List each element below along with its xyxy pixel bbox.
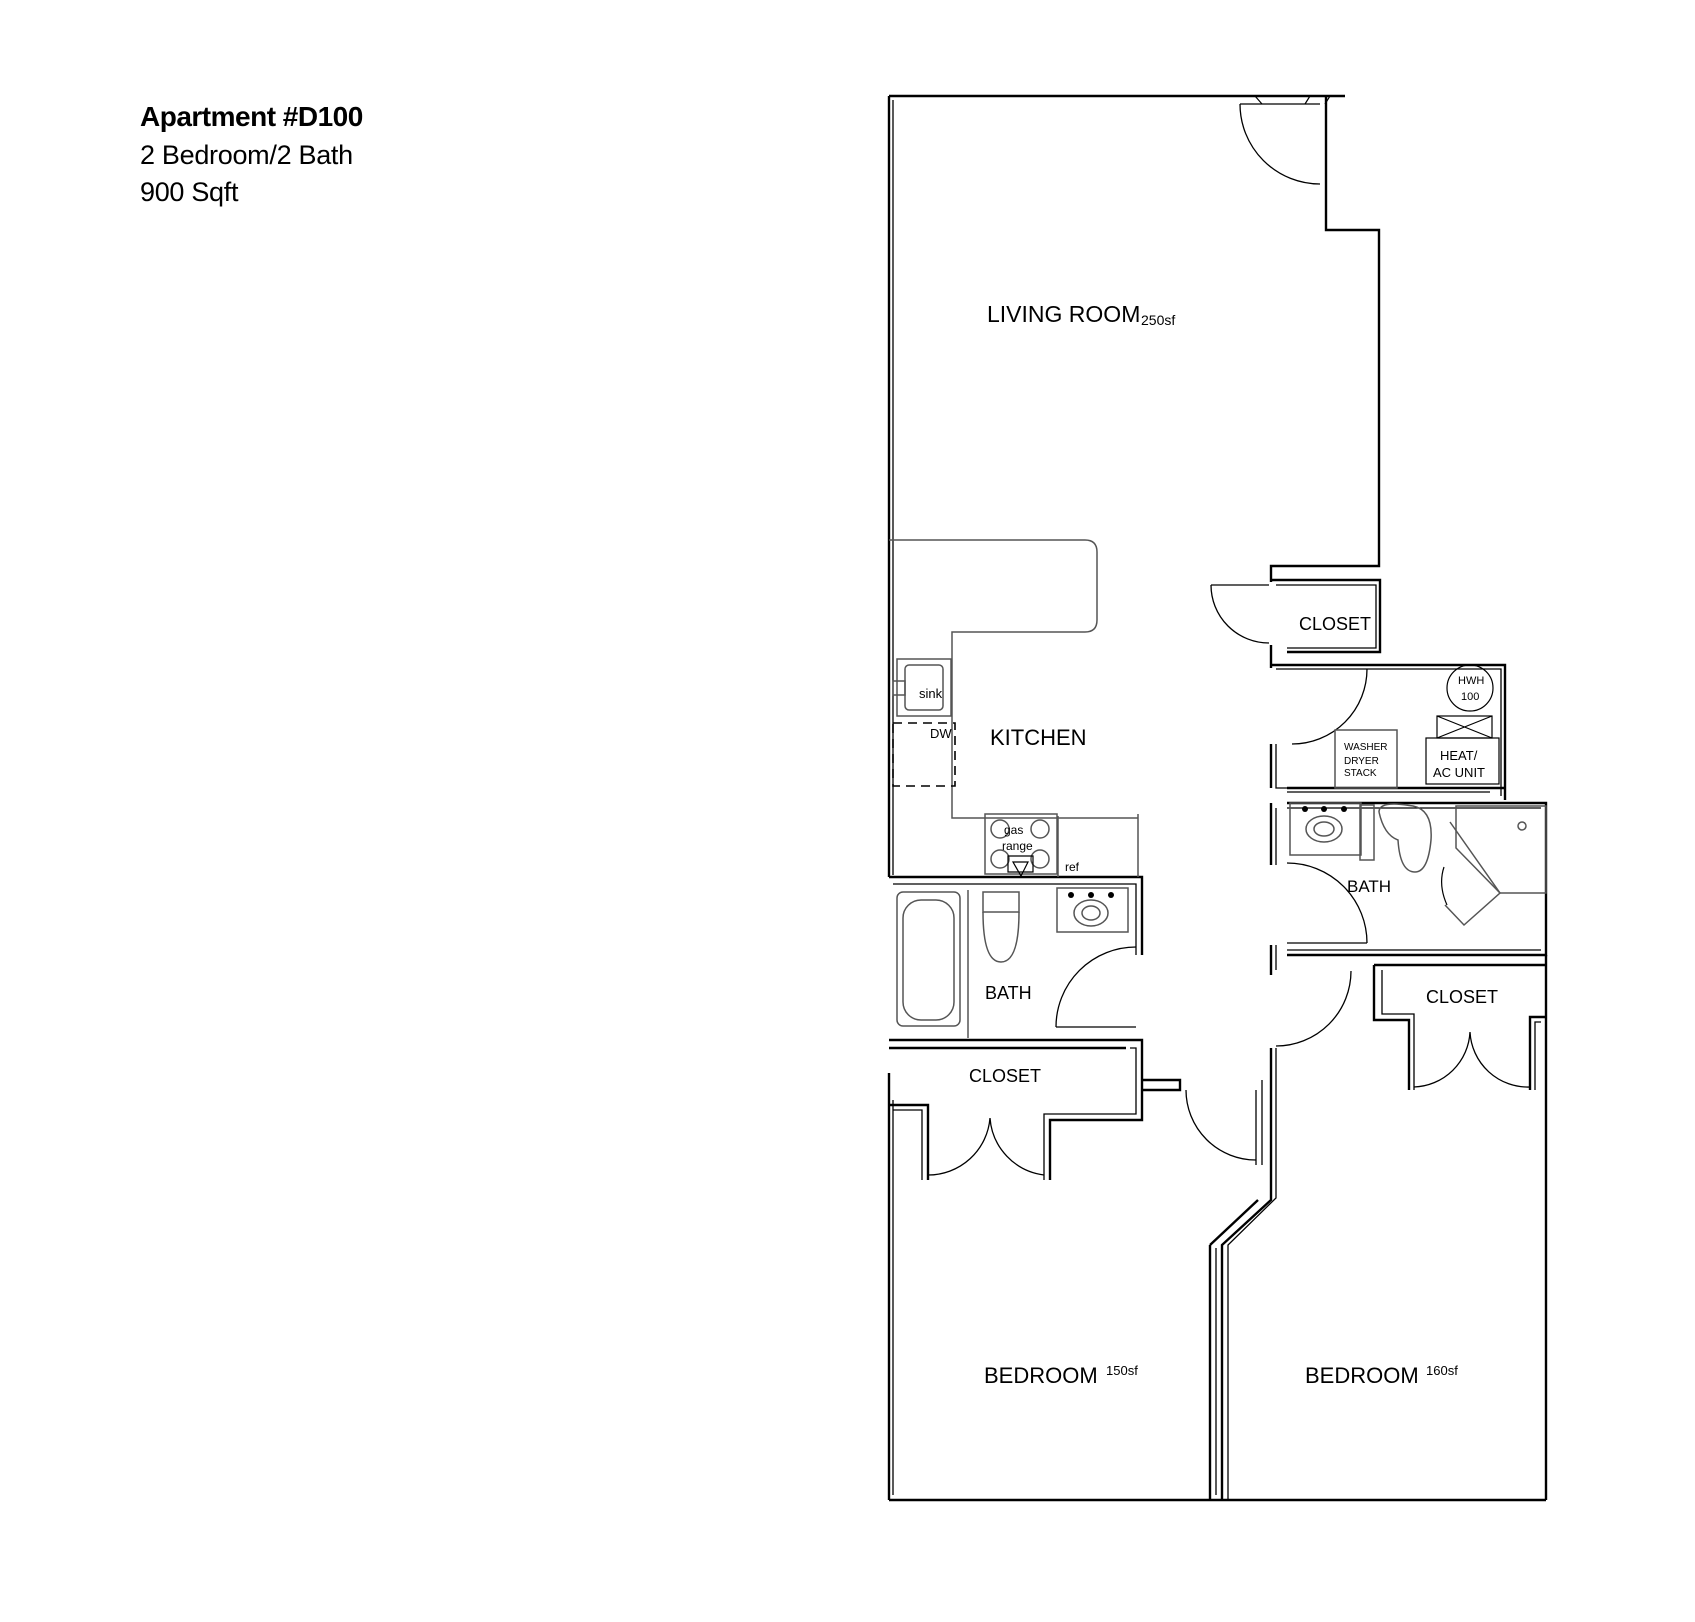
label-dishwasher: DW: [930, 726, 952, 741]
fixture-labels: sink DW gas range ref HWH 100 WASHER DRY…: [919, 675, 1485, 874]
room-labels: LIVING ROOM 250sf CLOSET KITCHEN BATH BA…: [969, 301, 1498, 1388]
kitchen-counter: [889, 539, 1139, 878]
label-water-heater-1: HWH: [1458, 675, 1484, 687]
label-bedroom-left-area: 150sf: [1106, 1363, 1138, 1378]
apartment-title: Apartment #D100: [140, 101, 363, 132]
label-range-1: gas: [1004, 823, 1023, 837]
label-dryer-1: DRYER: [1344, 756, 1379, 767]
interior-walls: [889, 875, 1546, 1180]
left-bath-fixtures: [896, 887, 1129, 1038]
label-hvac-2: AC UNIT: [1433, 765, 1485, 780]
label-bedroom-right: BEDROOM: [1305, 1363, 1419, 1388]
label-closet-left: CLOSET: [969, 1066, 1041, 1086]
label-dryer-2: STACK: [1344, 768, 1377, 779]
label-bath-right: BATH: [1347, 877, 1391, 896]
label-range-2: range: [1002, 839, 1033, 853]
label-refrigerator: ref: [1065, 860, 1080, 874]
mechanical-fixtures: [1334, 664, 1500, 789]
label-washer: WASHER: [1344, 742, 1388, 753]
label-closet-right: CLOSET: [1426, 987, 1498, 1007]
label-sink: sink: [919, 686, 943, 701]
right-bath-fixtures: [1289, 802, 1547, 927]
label-bedroom-right-area: 160sf: [1426, 1363, 1458, 1378]
apartment-layout: 2 Bedroom/2 Bath: [140, 140, 353, 170]
label-living-room-area: 250sf: [1141, 312, 1175, 328]
label-bath-left: BATH: [985, 983, 1032, 1003]
apartment-area: 900 Sqft: [140, 177, 239, 207]
label-kitchen: KITCHEN: [990, 725, 1087, 750]
label-bedroom-left: BEDROOM: [984, 1363, 1098, 1388]
label-living-room: LIVING ROOM: [987, 301, 1140, 327]
doors: [927, 95, 1531, 1176]
label-hvac-1: HEAT/: [1440, 748, 1478, 763]
label-closet-living: CLOSET: [1299, 614, 1371, 634]
label-water-heater-2: 100: [1461, 691, 1479, 703]
